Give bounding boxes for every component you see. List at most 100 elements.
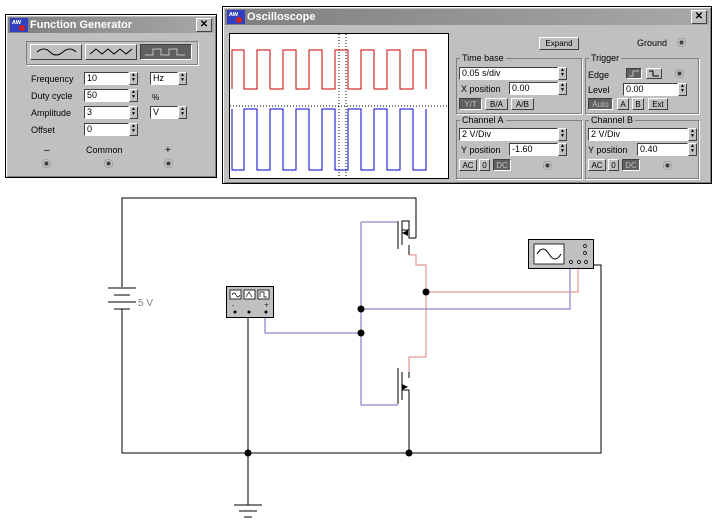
amplitude-label: Amplitude: [31, 108, 72, 118]
input-wires: [264, 221, 571, 406]
common-terminal[interactable]: [104, 159, 113, 168]
sine-wave-icon: [36, 48, 77, 56]
oscilloscope-titlebar[interactable]: AW Oscilloscope ✕: [225, 9, 709, 25]
channel-b-ypos-stepper[interactable]: ▲▼: [688, 143, 697, 156]
amplitude-field[interactable]: 3: [84, 106, 129, 119]
amplitude-unit-select[interactable]: V: [150, 106, 178, 119]
mode-yt-button[interactable]: Y/T: [459, 98, 482, 110]
channel-b-group: Channel B: [585, 115, 699, 179]
offset-field[interactable]: 0: [84, 123, 129, 136]
square-wave-button[interactable]: [140, 44, 192, 60]
window-title: Function Generator: [30, 19, 133, 31]
offset-label: Offset: [31, 125, 55, 135]
channel-a-terminal[interactable]: [543, 161, 552, 170]
trigger-auto-button[interactable]: Auto: [588, 98, 613, 110]
waveform-selector: [26, 41, 198, 65]
ground-label: Ground: [637, 38, 668, 48]
square-wave-icon: [145, 48, 185, 56]
plus-terminal-label: +: [165, 145, 171, 156]
trigger-a-button[interactable]: A: [617, 98, 629, 110]
channel-b-title: Channel B: [589, 115, 636, 125]
channel-b-zero-button[interactable]: 0: [608, 159, 619, 171]
svg-text:AW: AW: [12, 20, 22, 26]
oscilloscope-window: AW Oscilloscope ✕ Expand Ground Time bas…: [222, 6, 712, 184]
frequency-field[interactable]: 10: [84, 72, 129, 85]
window-title: Oscilloscope: [247, 11, 316, 23]
amplitude-stepper[interactable]: ▲▼: [129, 106, 138, 119]
offset-stepper[interactable]: ▲▼: [129, 123, 138, 136]
timebase-field[interactable]: 0.05 s/div: [459, 67, 558, 80]
channel-b-dc-button[interactable]: DC: [622, 159, 640, 171]
plus-terminal[interactable]: [164, 159, 173, 168]
channel-a-scale-field[interactable]: 2 V/Div: [459, 128, 558, 141]
function-generator-instrument[interactable]: - +: [226, 286, 274, 318]
timebase-stepper[interactable]: ▲▼: [558, 67, 567, 80]
channel-a-ypos-field[interactable]: -1.60: [509, 143, 558, 156]
duty-cycle-field[interactable]: 50: [84, 89, 129, 102]
timebase-group: Time base: [456, 53, 582, 114]
circuit-schematic: [108, 197, 602, 518]
channel-a-dc-button[interactable]: DC: [493, 159, 511, 171]
battery-label: 5 V: [138, 298, 154, 309]
frequency-unit-stepper[interactable]: ▲▼: [178, 72, 187, 85]
mode-ab-button[interactable]: A/B: [511, 98, 534, 110]
function-generator-symbol-icon: - +: [229, 289, 270, 314]
channel-a-scale-stepper[interactable]: ▲▼: [558, 128, 567, 141]
channel-a-title: Channel A: [460, 115, 506, 125]
svg-text:+: +: [264, 302, 269, 309]
junction-dots: [244, 288, 430, 457]
trigger-b-button[interactable]: B: [632, 98, 644, 110]
frequency-stepper[interactable]: ▲▼: [129, 72, 138, 85]
channel-b-terminal[interactable]: [663, 161, 672, 170]
ground-terminal[interactable]: [677, 38, 686, 47]
level-stepper[interactable]: ▲▼: [678, 83, 687, 96]
falling-edge-button[interactable]: [646, 68, 662, 79]
output-wires: [408, 254, 579, 372]
common-terminal-label: Common: [86, 145, 123, 155]
trigger-terminal[interactable]: [675, 69, 684, 78]
frequency-unit-select[interactable]: Hz: [150, 72, 178, 85]
pmos-arrow: [402, 230, 408, 236]
nmos-arrow: [402, 384, 408, 390]
x-position-field[interactable]: 0.00: [509, 82, 558, 95]
scope-traces: [230, 34, 448, 178]
expand-button[interactable]: Expand: [539, 37, 579, 50]
duty-cycle-stepper[interactable]: ▲▼: [129, 89, 138, 102]
trigger-ext-button[interactable]: Ext: [648, 98, 668, 110]
x-position-label: X position: [461, 84, 501, 94]
triangle-wave-icon: [89, 48, 133, 55]
close-button[interactable]: ✕: [196, 18, 212, 32]
oscilloscope-symbol-icon: [533, 243, 588, 265]
function-generator-window: AW Function Generator ✕ Frequency 10 ▲▼ …: [5, 14, 217, 178]
channel-a-ypos-label: Y position: [461, 145, 501, 155]
amplitude-unit-stepper[interactable]: ▲▼: [178, 106, 187, 119]
channel-a-trace: [231, 49, 427, 90]
app-icon: AW: [227, 10, 245, 24]
channel-a-ypos-stepper[interactable]: ▲▼: [558, 143, 567, 156]
level-label: Level: [588, 85, 610, 95]
rising-edge-button[interactable]: [626, 68, 642, 79]
channel-a-ac-button[interactable]: AC: [459, 159, 477, 171]
duty-cycle-unit: %: [152, 93, 160, 102]
channel-b-scale-field[interactable]: 2 V/Div: [588, 128, 688, 141]
function-generator-titlebar[interactable]: AW Function Generator ✕: [8, 17, 214, 33]
channel-a-zero-button[interactable]: 0: [479, 159, 490, 171]
rising-edge-icon: [629, 70, 639, 77]
svg-text:AW: AW: [229, 12, 239, 18]
mode-ba-button[interactable]: B/A: [485, 98, 508, 110]
channel-b-scale-stepper[interactable]: ▲▼: [688, 128, 697, 141]
channel-b-ypos-field[interactable]: 0.40: [637, 143, 688, 156]
channel-a-group: Channel A: [456, 115, 582, 179]
minus-terminal[interactable]: [42, 159, 51, 168]
channel-b-ac-button[interactable]: AC: [588, 159, 606, 171]
battery-symbol: [108, 287, 136, 318]
level-field[interactable]: 0.00: [623, 83, 678, 96]
app-icon: AW: [10, 18, 28, 32]
edge-label: Edge: [588, 70, 610, 80]
triangle-wave-button[interactable]: [85, 44, 137, 60]
channel-b-trace: [231, 108, 427, 171]
oscilloscope-instrument[interactable]: [528, 239, 594, 269]
x-position-stepper[interactable]: ▲▼: [558, 82, 567, 95]
sine-wave-button[interactable]: [30, 44, 82, 60]
close-button[interactable]: ✕: [691, 10, 707, 24]
